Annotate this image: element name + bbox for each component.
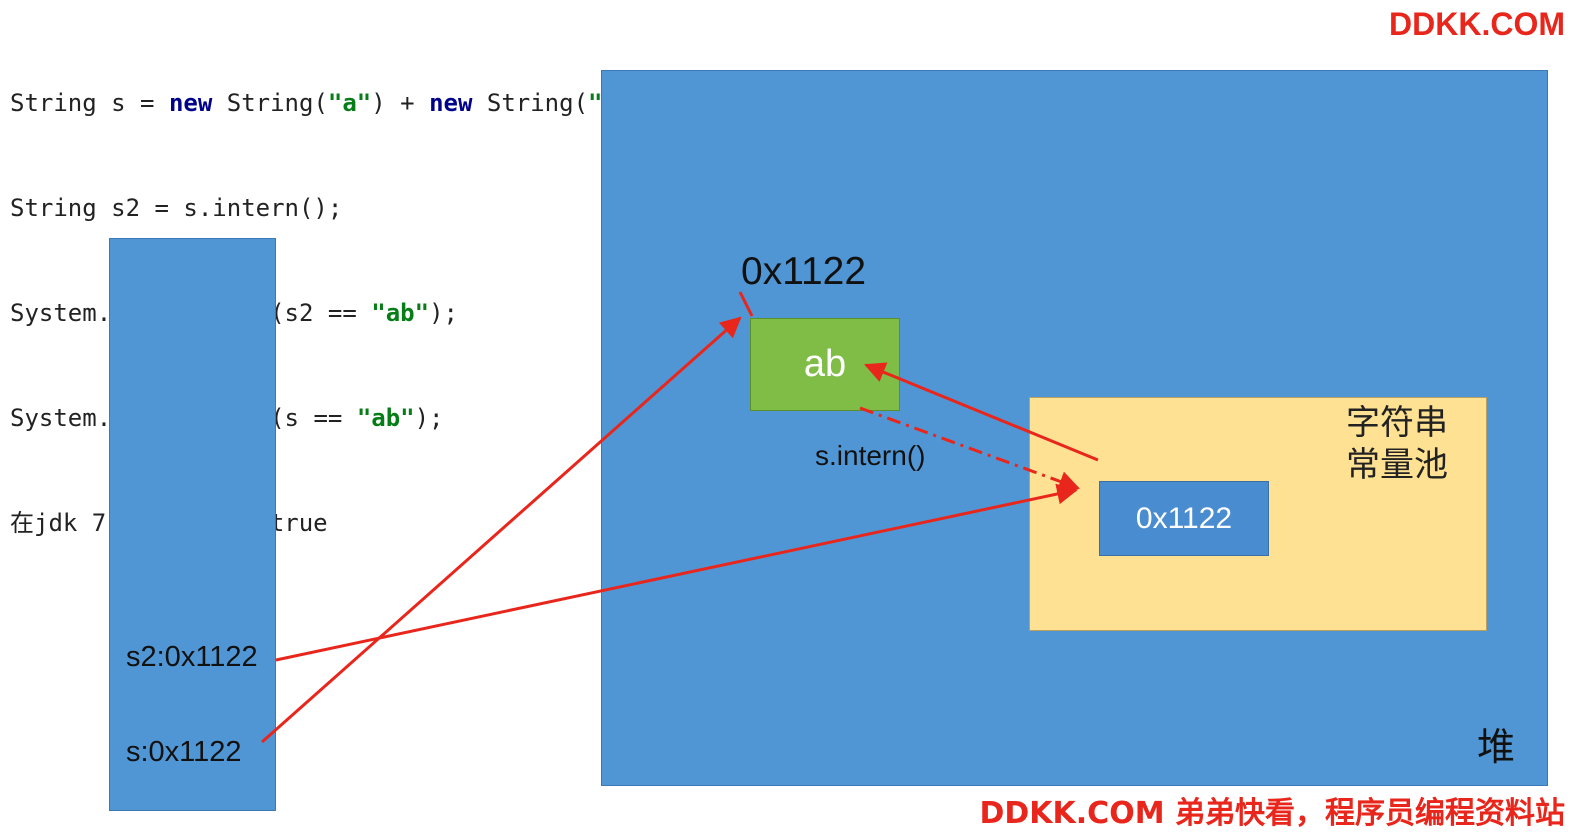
code-text: ) +: [371, 89, 430, 117]
pool-title-line1: 字符串: [1346, 403, 1448, 443]
heap-label: 堆: [1476, 725, 1515, 769]
code-snippet: String s = new String("a") + new String(…: [10, 16, 660, 576]
code-text: String(: [472, 89, 589, 117]
stack-var-s2: s2:0x1122: [126, 641, 258, 673]
string-literal: "a": [327, 89, 372, 117]
watermark-bottom: DDKK.COM 弟弟快看，程序员编程资料站: [979, 796, 1565, 831]
code-text: System.: [10, 299, 112, 327]
code-line-1: String s = new String("a") + new String(…: [10, 86, 660, 121]
intern-call-label: s.intern(): [815, 440, 926, 471]
stack-var-s: s:0x1122: [126, 736, 242, 768]
object-address-label: 0x1122: [741, 250, 867, 293]
pool-title-line2: 常量池: [1346, 445, 1448, 485]
arrow-s2-to-pool: [275, 483, 1079, 662]
pool-title: 字符串 常量池: [1346, 402, 1466, 486]
code-text: System.: [10, 404, 112, 432]
code-text: );: [414, 404, 444, 432]
code-text: );: [429, 299, 458, 327]
keyword-new: new: [429, 89, 473, 117]
arrow-intern-dashed: [859, 406, 1080, 492]
string-literal: "ab": [356, 404, 415, 432]
arrow-pool-to-object: [864, 362, 1099, 462]
code-line-2: String s2 = s.intern();: [10, 191, 660, 226]
code-text: String(: [212, 89, 328, 117]
code-text: String s =: [10, 89, 169, 117]
address-pointer-tick: [738, 291, 754, 317]
code-text: String s2 = s.intern();: [10, 194, 343, 222]
pool-entry-reference: 0x1122: [1099, 481, 1269, 556]
string-literal: "ab": [371, 299, 430, 327]
watermark-top: DDKK.COM: [1389, 6, 1565, 42]
arrow-s-to-object: [261, 316, 742, 744]
stack-area: s2:0x1122 s:0x1122: [109, 238, 276, 811]
keyword-new: new: [168, 89, 213, 117]
